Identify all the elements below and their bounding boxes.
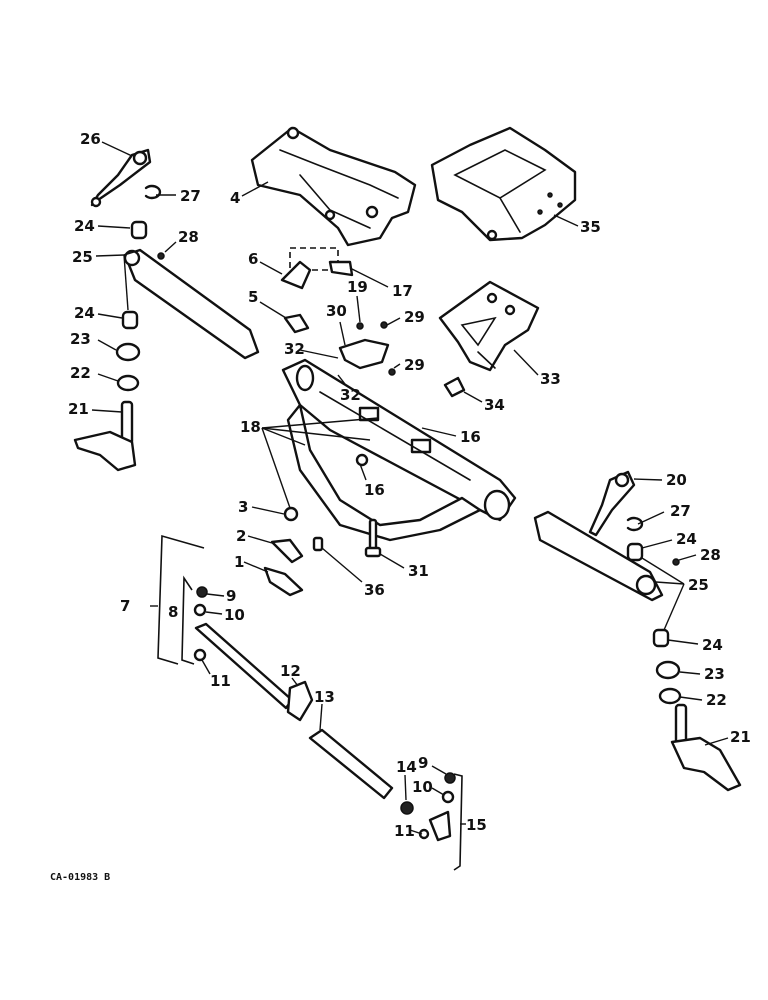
callout-20: 20 [666, 471, 687, 489]
part-31-bolt [364, 518, 382, 558]
callout-34: 34 [484, 396, 505, 414]
part-1-clamp [263, 566, 304, 597]
part-3-bolt [283, 506, 299, 522]
callout-30: 30 [326, 302, 347, 320]
callout-28-right: 28 [700, 546, 721, 564]
part-26-arm [90, 148, 152, 208]
part-28-fitting-left [157, 252, 165, 260]
callout-8: 8 [168, 603, 178, 621]
callout-32-lower: 32 [340, 386, 361, 404]
part-4-support [250, 126, 417, 247]
part-36-pin [312, 536, 324, 552]
callout-23-right: 23 [704, 665, 725, 683]
callout-32-upper: 32 [284, 340, 305, 358]
callout-18: 18 [240, 418, 261, 436]
callout-9-right: 9 [418, 754, 428, 772]
callout-17: 17 [392, 282, 413, 300]
callout-22-right: 22 [706, 691, 727, 709]
part-34-pin [443, 376, 466, 398]
part-21-spindle-right [670, 703, 742, 792]
callout-2: 2 [236, 527, 246, 545]
part-24-bushing-r1 [626, 542, 644, 562]
callout-16-lower: 16 [364, 481, 385, 499]
part-28-fitting-right [672, 558, 680, 566]
part-tie-rod-end-right [400, 772, 456, 842]
part-22-washer-left [116, 374, 140, 392]
callout-13: 13 [314, 688, 335, 706]
callout-7: 7 [120, 597, 130, 615]
part-2-clamp [270, 538, 304, 564]
callout-15: 15 [466, 816, 487, 834]
callout-29-top: 29 [404, 308, 425, 326]
callout-11-left: 11 [210, 672, 231, 690]
part-axle-center [281, 358, 517, 542]
callout-11-right: 11 [394, 822, 415, 840]
part-19-bolt [356, 322, 364, 330]
part-23-bearing-left [115, 342, 141, 362]
callout-24-left-top: 24 [74, 217, 95, 235]
part-29-nut-mid [388, 368, 396, 376]
callout-labels: 26 27 24 28 25 24 23 22 21 4 35 6 17 19 … [68, 130, 751, 840]
callout-24-right-top: 24 [676, 530, 697, 548]
part-13-rod [308, 728, 394, 800]
callout-19: 19 [347, 278, 368, 296]
part-30-bracket [338, 338, 390, 370]
callout-9-left: 9 [226, 587, 236, 605]
part-5-clip [283, 313, 310, 334]
callout-27-right: 27 [670, 502, 691, 520]
part-29-nut-top [380, 321, 388, 329]
part-21-spindle-left [73, 400, 137, 472]
callout-33: 33 [540, 370, 561, 388]
callout-36: 36 [364, 581, 385, 599]
part-22-washer-right [658, 687, 682, 705]
part-33-plate [438, 280, 540, 372]
callout-16-upper: 16 [460, 428, 481, 446]
part-27-ring-left [144, 184, 162, 200]
callout-10-right: 10 [412, 778, 433, 796]
callout-26: 26 [80, 130, 101, 148]
callout-21-right: 21 [730, 728, 751, 746]
callout-22-left: 22 [70, 364, 91, 382]
reference-code: CA-01983 B [50, 872, 110, 883]
callout-25-right: 25 [688, 576, 709, 594]
part-23-bearing-right [655, 660, 681, 680]
callout-4: 4 [230, 189, 240, 207]
callout-6: 6 [248, 250, 258, 268]
callout-27-left: 27 [180, 187, 201, 205]
callout-12: 12 [280, 662, 301, 680]
callout-14: 14 [396, 758, 417, 776]
callout-1: 1 [234, 553, 244, 571]
part-axle-ext-right [533, 510, 664, 602]
part-6-17-bracket [280, 247, 354, 290]
callout-35: 35 [580, 218, 601, 236]
callout-24-right-low: 24 [702, 636, 723, 654]
part-35-bracket [430, 126, 577, 242]
part-24-bushing-r2 [652, 628, 670, 648]
callout-21-left: 21 [68, 400, 89, 418]
leader-lines [91, 141, 729, 871]
callout-31: 31 [408, 562, 429, 580]
part-27-ring-right [626, 516, 644, 532]
callout-5: 5 [248, 288, 258, 306]
callout-28-left: 28 [178, 228, 199, 246]
part-20-arm [588, 470, 636, 537]
callout-23-left: 23 [70, 330, 91, 348]
callout-25-left: 25 [72, 248, 93, 266]
callout-24-left-low: 24 [74, 304, 95, 322]
callout-10-left: 10 [224, 606, 245, 624]
part-12-nut [286, 680, 314, 722]
part-axle-ext-left [121, 220, 260, 360]
callout-3: 3 [238, 498, 248, 516]
callout-29-mid: 29 [404, 356, 425, 374]
